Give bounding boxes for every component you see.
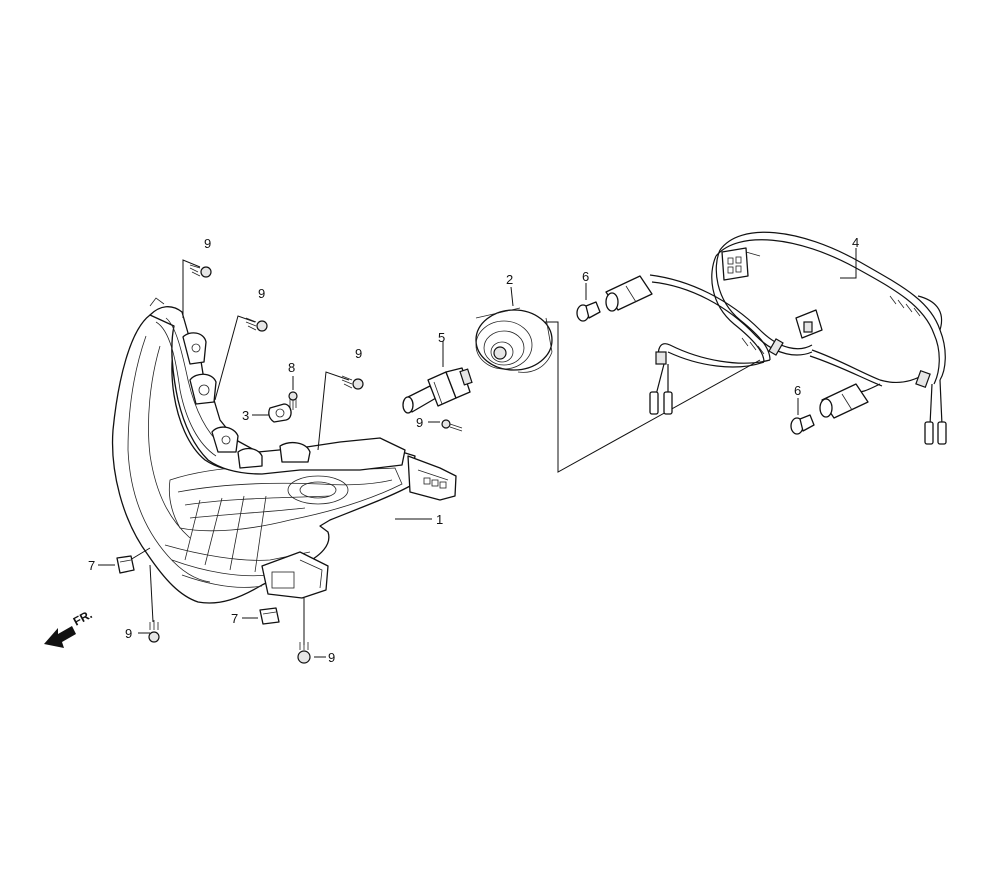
screw-9-top[interactable] bbox=[189, 264, 212, 278]
callout-2: 2 bbox=[506, 272, 513, 287]
callout-9-top: 9 bbox=[204, 236, 211, 251]
bulb-6-bottom[interactable] bbox=[790, 414, 815, 435]
front-direction-arrow: FR. bbox=[44, 607, 94, 648]
headlight-housing[interactable] bbox=[111, 297, 457, 604]
callout-4: 4 bbox=[852, 235, 859, 250]
callout-6-bottom: 6 bbox=[794, 383, 801, 398]
connector-2pin[interactable] bbox=[795, 309, 823, 339]
screw-9-bottom-left[interactable] bbox=[148, 620, 160, 643]
callout-7-bottom: 7 bbox=[231, 611, 238, 626]
callout-6-top: 6 bbox=[582, 269, 589, 284]
callout-5: 5 bbox=[438, 330, 445, 345]
bulb-socket-bottom[interactable] bbox=[819, 383, 869, 419]
wire-harness-4[interactable] bbox=[649, 231, 946, 394]
callout-9-middle: 9 bbox=[355, 346, 362, 361]
terminal-pins-left[interactable] bbox=[649, 363, 673, 415]
bulb-6-top[interactable] bbox=[576, 301, 601, 322]
terminal-pins-right[interactable] bbox=[924, 379, 947, 445]
screw-9-middle[interactable] bbox=[341, 375, 364, 390]
screw-9-bulb[interactable] bbox=[441, 419, 463, 432]
callout-8: 8 bbox=[288, 360, 295, 375]
callout-9-bulb: 9 bbox=[416, 415, 423, 430]
nut-7-left[interactable] bbox=[116, 555, 135, 574]
connector-4pin[interactable] bbox=[721, 247, 761, 281]
screw-9-bottom-center[interactable] bbox=[297, 640, 311, 664]
bulb-socket-top[interactable] bbox=[605, 275, 653, 312]
front-arrow-label: FR. bbox=[71, 607, 95, 628]
screw-8[interactable] bbox=[288, 391, 298, 410]
nut-7-bottom[interactable] bbox=[259, 607, 280, 625]
callout-labels: 9 9 9 8 3 9 1 7 9 7 9 5 2 6 6 4 bbox=[88, 235, 859, 665]
headlight-bulb-5[interactable] bbox=[402, 367, 473, 414]
screw-9-second[interactable] bbox=[245, 317, 268, 332]
dust-cover-2[interactable] bbox=[475, 307, 553, 373]
callout-9-bottom-center: 9 bbox=[328, 650, 335, 665]
leader-lines bbox=[98, 248, 857, 658]
callout-9-bottom-left: 9 bbox=[125, 626, 132, 641]
callout-7-left: 7 bbox=[88, 558, 95, 573]
clamp-3[interactable] bbox=[268, 403, 292, 423]
callout-9-second: 9 bbox=[258, 286, 265, 301]
callout-1: 1 bbox=[436, 512, 443, 527]
callout-3: 3 bbox=[242, 408, 249, 423]
